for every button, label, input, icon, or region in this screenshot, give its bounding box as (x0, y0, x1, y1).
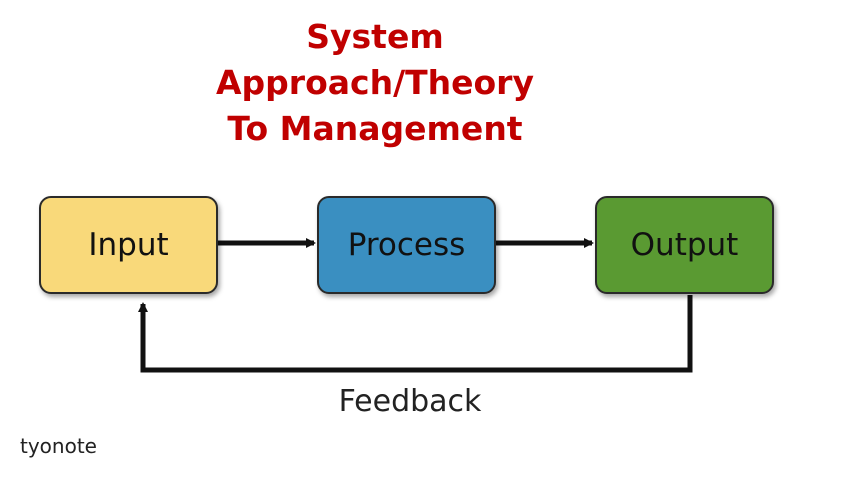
title-line-2: Approach/Theory (216, 63, 534, 102)
title-line-1: System (306, 17, 444, 56)
title-line-3: To Management (227, 109, 523, 148)
output-node: Output (595, 196, 774, 294)
process-node: Process (317, 196, 496, 294)
feedback-arrow (138, 295, 693, 373)
feedback-label: Feedback (338, 384, 482, 419)
diagram-title: System Approach/Theory To Management (195, 14, 555, 152)
input-node: Input (39, 196, 218, 294)
watermark: tyonote (20, 434, 97, 458)
